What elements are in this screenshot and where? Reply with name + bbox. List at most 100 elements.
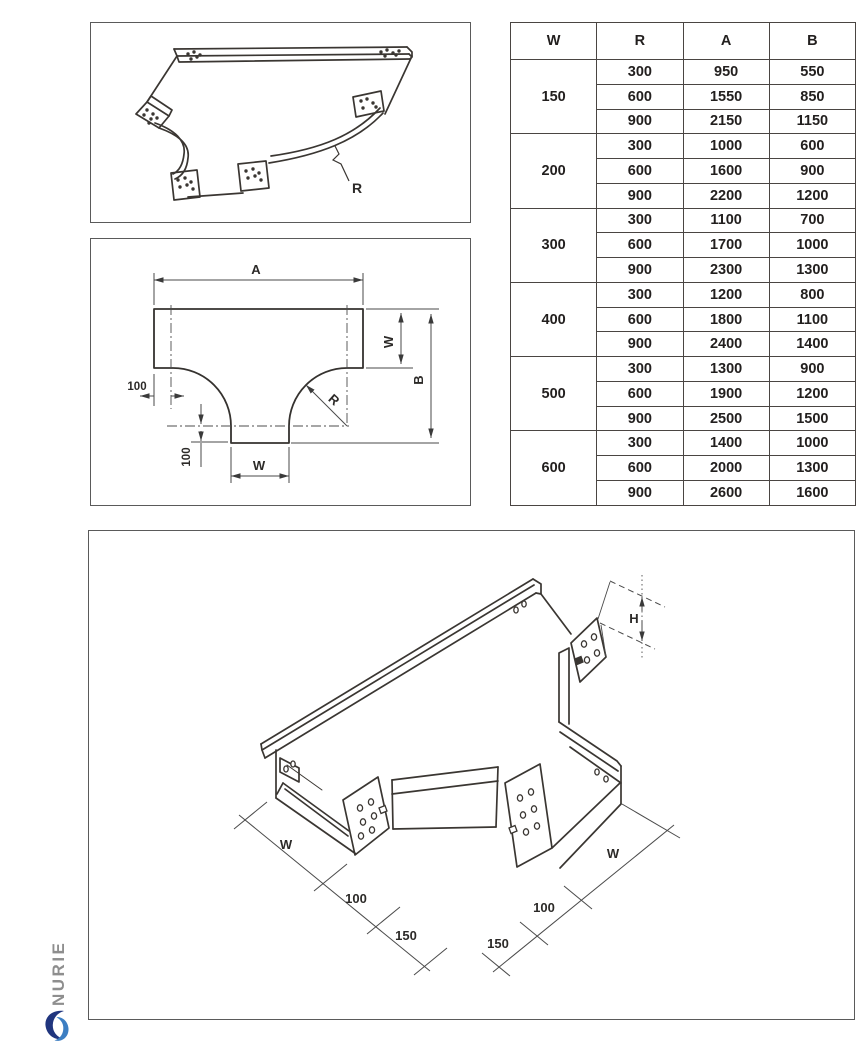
spec-value-cell: 900 (596, 331, 684, 358)
tray-top-flange (173, 46, 408, 50)
spec-table-header-cell: R (596, 22, 684, 60)
spec-value-cell: 600 (596, 232, 684, 259)
spec-value-cell: 1400 (768, 331, 857, 358)
plan-drawing-panel: A W B 100 100 (90, 238, 471, 506)
dim-label-100-left-chain: 100 (345, 891, 367, 906)
spec-value-cell: 300 (596, 133, 684, 160)
iso-bottom-drawing-panel: H W 100 150 150 100 W (88, 530, 855, 1020)
dim-label-r: R (352, 180, 362, 196)
dim-100-left (140, 374, 184, 406)
spec-w-cell: 400 (509, 281, 598, 358)
spec-w-cell: 300 (509, 207, 598, 283)
centerlines (167, 305, 349, 427)
spec-value-cell: 1000 (768, 430, 857, 457)
spec-value-cell: 950 (682, 59, 770, 85)
spec-value-cell: 1550 (682, 83, 770, 110)
front-right-flange (504, 763, 553, 868)
spec-value-cell: 2500 (682, 405, 770, 432)
spec-value-cell: 1900 (682, 380, 770, 407)
spec-value-cell: 1100 (768, 306, 857, 333)
right-end-flange (352, 90, 385, 118)
spec-w-cell: 200 (509, 133, 598, 209)
spec-w-cell: 600 (509, 430, 598, 506)
spec-value-cell: 2600 (682, 480, 770, 506)
dim-w-right (366, 308, 439, 369)
plan-drawing: A W B 100 100 (127, 262, 439, 483)
bolt-holes (283, 600, 609, 840)
spec-value-cell: 1500 (768, 405, 857, 432)
dim-100-bottom (191, 404, 228, 467)
spec-value-cell: 1700 (682, 232, 770, 259)
spec-value-cell: 1400 (682, 430, 770, 457)
spec-value-cell: 2150 (682, 108, 770, 135)
branch-face (391, 766, 499, 781)
spec-value-cell: 1800 (682, 306, 770, 333)
spec-value-cell: 600 (768, 133, 857, 160)
spec-value-cell: 1200 (682, 281, 770, 308)
spec-value-cell: 900 (596, 257, 684, 283)
left-end-plate (279, 757, 300, 783)
spec-value-cell: 1300 (768, 455, 857, 482)
dim-label-100-right-chain: 100 (533, 900, 555, 915)
iso-tee-drawing-panel: R (90, 22, 471, 223)
spec-w-cell: 150 (509, 58, 598, 135)
spec-value-cell: 300 (596, 281, 684, 308)
back-rail (260, 578, 534, 745)
dim-a (153, 273, 364, 305)
spec-value-cell: 600 (596, 83, 684, 110)
spec-value-cell: 300 (596, 356, 684, 382)
dim-label-150-left-chain: 150 (395, 928, 417, 943)
iso-bottom-drawing: H W 100 150 150 100 W (233, 575, 681, 977)
end-flange-plate (570, 617, 607, 683)
spec-value-cell: 1000 (682, 133, 770, 160)
spec-value-cell: 2000 (682, 455, 770, 482)
spec-value-cell: 1100 (682, 207, 770, 234)
spec-value-cell: 1150 (768, 108, 857, 135)
spec-w-cell: 500 (509, 356, 598, 432)
spec-value-cell: 1300 (768, 257, 857, 283)
dim-label-a: A (251, 262, 261, 277)
iso-tee-drawing: R (135, 46, 413, 201)
spec-value-cell: 600 (596, 158, 684, 184)
dim-chain-right (481, 803, 681, 977)
spec-value-cell: 900 (596, 480, 684, 506)
dim-label-w-left-chain: W (280, 837, 293, 852)
spec-value-cell: 2300 (682, 257, 770, 283)
spec-value-cell: 1200 (768, 182, 857, 209)
spec-value-cell: 2200 (682, 182, 770, 209)
dim-label-h: H (629, 611, 638, 626)
spec-value-cell: 300 (596, 207, 684, 234)
spec-value-cell: 700 (768, 207, 857, 234)
dim-h (597, 575, 666, 659)
spec-table-header-cell: A (682, 22, 770, 60)
spec-value-cell: 1300 (682, 356, 770, 382)
dim-w-bottom (230, 447, 290, 483)
spec-value-cell: 850 (768, 83, 857, 110)
spec-value-cell: 1600 (768, 480, 857, 506)
spec-value-cell: 900 (596, 108, 684, 135)
dim-b (291, 314, 439, 444)
dim-label-100-bottom: 100 (181, 447, 193, 466)
spec-value-cell: 900 (768, 356, 857, 382)
spec-value-cell: 600 (596, 455, 684, 482)
spec-value-cell: 1200 (768, 380, 857, 407)
brand-swirl-icon (43, 1009, 70, 1048)
dim-label-w-bottom: W (253, 458, 266, 473)
